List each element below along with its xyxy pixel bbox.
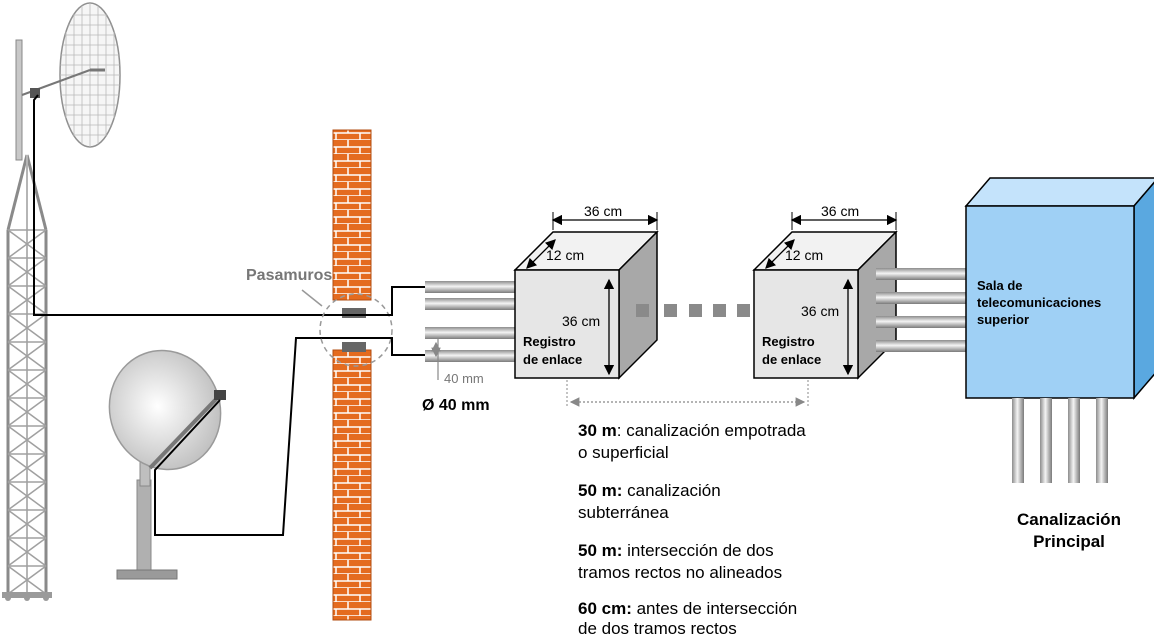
pasamuros-leader [301,289,323,307]
pasamuros-sleeve-bottom [342,342,366,352]
note-3-line2: tramos rectos no alineados [578,563,782,582]
antenna-tower [2,39,52,601]
note-2-line2: subterránea [578,503,669,522]
note-4-line1: 60 cm: antes de intersección [578,599,797,618]
cable-to-tubes-bottom [330,337,425,356]
box1-name-line2: de enlace [523,352,582,367]
satellite-cable [154,337,330,536]
box1-height-label: 36 cm [562,313,600,329]
room-label-line2: telecomunicaciones [977,295,1101,310]
box2-height-label: 36 cm [801,303,839,319]
note-1-line2: o superficial [578,443,669,462]
room-label-line3: superior [977,312,1029,327]
canalizacion-label-line1: Canalización [1017,510,1121,529]
brick-wall [319,129,393,621]
continuation-dots [636,304,750,317]
grid-antenna [21,2,121,148]
registro-box-1 [513,230,659,380]
note-1-line1: 30 m: canalización empotrada [578,421,806,440]
conduit-tubes-left [425,281,517,362]
tube-spacing-dimension [431,338,441,380]
box2-name-line1: Registro [762,334,815,349]
telecom-room [964,177,1154,401]
box1-width-label: 36 cm [584,203,622,219]
box2-depth-arrow [765,239,795,269]
satellite-dish [108,349,226,580]
cable-to-tubes-top [330,286,425,316]
grid-antenna-cable [33,94,330,316]
distance-dimension [566,380,809,408]
main-conduit-tubes [1012,398,1108,483]
conduit-tubes-right [876,268,968,352]
note-3-line1: 50 m: intersección de dos [578,541,774,560]
tube-diameter-label: Ø 40 mm [422,397,490,414]
box1-depth-label: 12 cm [546,247,584,263]
box2-depth-label: 12 cm [785,247,823,263]
note-4-line2: de dos tramos rectos [578,619,737,638]
pasamuros-label: Pasamuros [246,267,332,284]
notes-list: 30 m: canalización empotrada o superfici… [578,421,806,638]
pasamuros-sleeve-top [342,308,366,318]
note-2-line1: 50 m: canalización [578,481,721,500]
canalizacion-label-line2: Principal [1033,532,1105,551]
box1-depth-arrow [526,239,556,269]
pasamuros-highlight [319,293,393,367]
box2-width-label: 36 cm [821,203,859,219]
box2-name-line2: de enlace [762,352,821,367]
tube-spacing-label: 40 mm [444,371,484,386]
room-label-line1: Sala de [977,278,1023,293]
box1-name-line1: Registro [523,334,576,349]
